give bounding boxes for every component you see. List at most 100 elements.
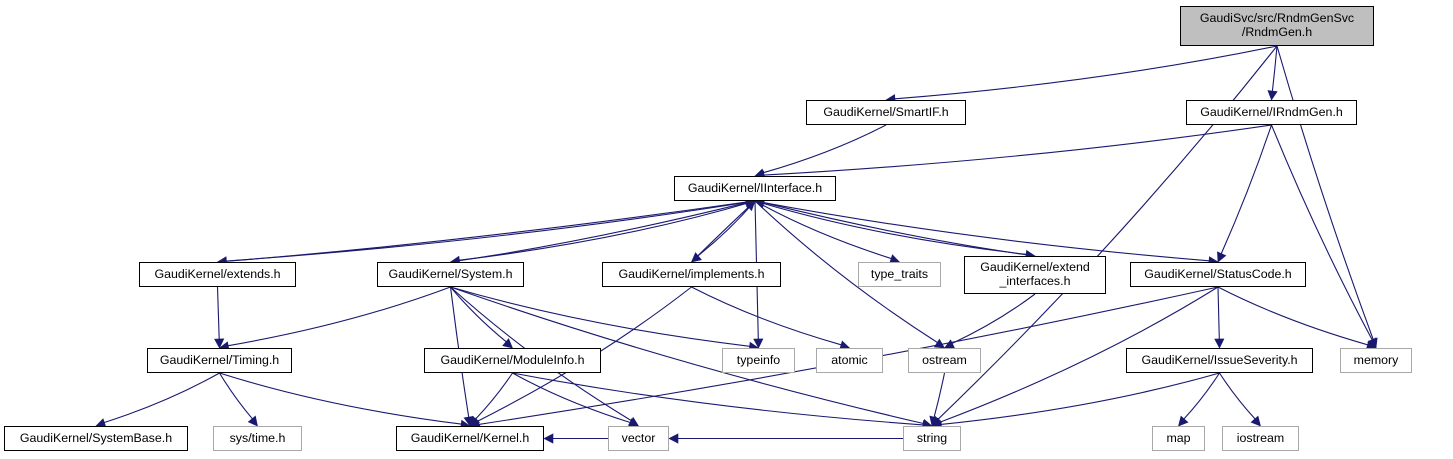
graph-node-label: iostream — [1236, 430, 1285, 445]
graph-node-label: sys/time.h — [229, 430, 286, 445]
graph-node-root[interactable]: GaudiSvc/src/RndmGenSvc /RndmGen.h — [1180, 6, 1374, 46]
graph-edge-system-to-typeinfo — [450, 286, 750, 347]
graph-edge-root-to-string — [937, 45, 1278, 420]
graph-node-label: GaudiKernel/Timing.h — [159, 352, 280, 367]
graph-node-extends[interactable]: GaudiKernel/extends.h — [139, 262, 296, 287]
graph-node-iostream[interactable]: iostream — [1222, 426, 1299, 451]
graph-node-label: GaudiKernel/IInterface.h — [687, 180, 823, 195]
graph-node-label: ostream — [922, 352, 967, 367]
graph-edge-iinterface-to-extends — [226, 200, 756, 262]
graph-edge-irndmgen-to-memory — [1270, 124, 1373, 341]
graph-edge-system-to-moduleinfo — [450, 286, 507, 343]
graph-edge-root-to-memory — [1276, 45, 1374, 340]
graph-node-label: string — [916, 430, 948, 445]
graph-node-atomic[interactable]: atomic — [816, 348, 883, 373]
graph-edge-timing-to-kernel — [219, 372, 462, 425]
graph-edge-system-to-iinterface — [450, 202, 747, 263]
graph-node-implements[interactable]: GaudiKernel/implements.h — [602, 262, 781, 287]
graph-edge-extendint-to-ostream — [951, 293, 1036, 344]
graph-arrowhead-ostream-to-string — [929, 415, 940, 427]
graph-node-ostream[interactable]: ostream — [908, 348, 981, 373]
graph-node-map[interactable]: map — [1152, 426, 1205, 451]
graph-edge-extends-to-timing — [216, 286, 220, 340]
graph-node-label: vector — [621, 430, 656, 445]
graph-node-label: GaudiKernel/extend _interfaces.h — [980, 260, 1090, 288]
graph-node-label: GaudiKernel/IRndmGen.h — [1200, 104, 1343, 119]
graph-arrowhead-iinterface-to-typeinfo — [753, 338, 764, 349]
graph-arrowhead-issuesev-to-map — [1178, 415, 1189, 427]
graph-edge-moduleinfo-to-kernel — [475, 372, 513, 420]
graph-edge-irndmgen-to-statuscode — [1220, 124, 1273, 254]
graph-edge-implements-to-atomic — [691, 286, 842, 346]
graph-node-system[interactable]: GaudiKernel/System.h — [377, 262, 524, 287]
graph-edge-issuesev-to-map — [1183, 372, 1220, 420]
graph-edge-system-to-string — [450, 286, 924, 425]
graph-node-label: GaudiKernel/extends.h — [154, 266, 281, 281]
graph-node-extendint[interactable]: GaudiKernel/extend _interfaces.h — [964, 256, 1106, 294]
graph-node-iinterface[interactable]: GaudiKernel/IInterface.h — [674, 176, 836, 201]
graph-edge-ostream-to-string — [933, 372, 946, 418]
graph-arrowhead-statuscode-to-issuesev — [1214, 338, 1225, 349]
graph-edge-system-to-timing — [228, 286, 451, 347]
graph-node-label: GaudiKernel/ModuleInfo.h — [440, 352, 585, 367]
graph-node-irndmgen[interactable]: GaudiKernel/IRndmGen.h — [1186, 100, 1357, 125]
graph-node-label: GaudiKernel/StatusCode.h — [1144, 266, 1292, 281]
graph-node-statuscode[interactable]: GaudiKernel/StatusCode.h — [1130, 262, 1306, 287]
graph-edge-iinterface-to-system — [459, 200, 756, 261]
graph-edge-smartif-to-iinterface — [763, 124, 887, 174]
graph-node-label: GaudiKernel/Kernel.h — [410, 430, 530, 445]
graph-node-timing[interactable]: GaudiKernel/Timing.h — [147, 348, 292, 373]
graph-node-systembase[interactable]: GaudiKernel/SystemBase.h — [4, 426, 188, 451]
graph-edge-issuesev-to-string — [940, 372, 1220, 425]
graph-edge-iinterface-to-extendint — [754, 200, 1027, 255]
graph-node-issuesev[interactable]: GaudiKernel/IssueSeverity.h — [1126, 348, 1313, 373]
graph-edge-root-to-smartif — [894, 45, 1278, 100]
graph-arrowhead-vector-to-kernel — [543, 433, 554, 444]
graph-arrowhead-moduleinfo-to-kernel — [469, 415, 481, 427]
graph-edge-statuscode-to-issuesev — [1217, 286, 1220, 340]
graph-node-label: GaudiKernel/SmartIF.h — [823, 104, 949, 119]
graph-node-moduleinfo[interactable]: GaudiKernel/ModuleInfo.h — [424, 348, 601, 373]
graph-arrowhead-implements-to-iinterface — [744, 200, 756, 212]
graph-edge-issuesev-to-iostream — [1219, 372, 1256, 420]
graph-edge-irndmgen-to-iinterface — [763, 124, 1272, 176]
graph-edge-statuscode-to-string — [939, 286, 1219, 423]
graph-edge-implements-to-iinterface — [691, 206, 749, 263]
graph-node-label: GaudiKernel/IssueSeverity.h — [1141, 352, 1298, 367]
graph-node-vector[interactable]: vector — [608, 426, 669, 451]
graph-edge-moduleinfo-to-string — [512, 372, 924, 426]
graph-node-typeinfo[interactable]: typeinfo — [722, 348, 795, 373]
graph-arrowhead-timing-to-systime — [247, 415, 258, 427]
graph-node-label: map — [1166, 430, 1191, 445]
graph-node-smartif[interactable]: GaudiKernel/SmartIF.h — [806, 100, 966, 125]
graph-arrowhead-string-to-vector — [668, 433, 679, 444]
graph-node-typetraits[interactable]: type_traits — [858, 262, 941, 287]
graph-arrowhead-system-to-moduleinfo — [502, 338, 514, 349]
graph-edge-timing-to-systembase — [104, 372, 220, 424]
graph-edge-iinterface-to-typetraits — [754, 200, 892, 260]
graph-node-label: GaudiKernel/SystemBase.h — [19, 430, 173, 445]
graph-arrowhead-root-to-irndmgen — [1267, 90, 1278, 101]
graph-edge-moduleinfo-to-vector — [512, 372, 631, 424]
graph-edge-extends-to-iinterface — [217, 201, 747, 263]
graph-edge-iinterface-to-ostream — [754, 200, 938, 343]
graph-node-label: GaudiKernel/implements.h — [618, 266, 765, 281]
graph-node-label: atomic — [831, 352, 868, 367]
graph-node-memory[interactable]: memory — [1340, 348, 1412, 373]
graph-arrowhead-extends-to-timing — [214, 338, 225, 349]
graph-node-label: GaudiKernel/System.h — [388, 266, 513, 281]
graph-node-label: GaudiSvc/src/RndmGenSvc /RndmGen.h — [1199, 11, 1355, 39]
graph-node-label: memory — [1353, 352, 1399, 367]
graph-edge-extendint-to-iinterface — [763, 202, 1036, 257]
graph-edge-timing-to-systime — [219, 372, 253, 420]
graph-edge-iinterface-to-statuscode — [754, 200, 1210, 262]
graph-node-string[interactable]: string — [903, 426, 961, 451]
graph-arrowhead-irndmgen-to-statuscode — [1217, 251, 1227, 263]
graph-node-label: typeinfo — [736, 352, 781, 367]
graph-edge-statuscode-to-memory — [1217, 286, 1368, 346]
graph-node-kernel[interactable]: GaudiKernel/Kernel.h — [396, 426, 544, 451]
graph-node-systime[interactable]: sys/time.h — [213, 426, 302, 451]
graph-node-label: type_traits — [870, 266, 929, 281]
